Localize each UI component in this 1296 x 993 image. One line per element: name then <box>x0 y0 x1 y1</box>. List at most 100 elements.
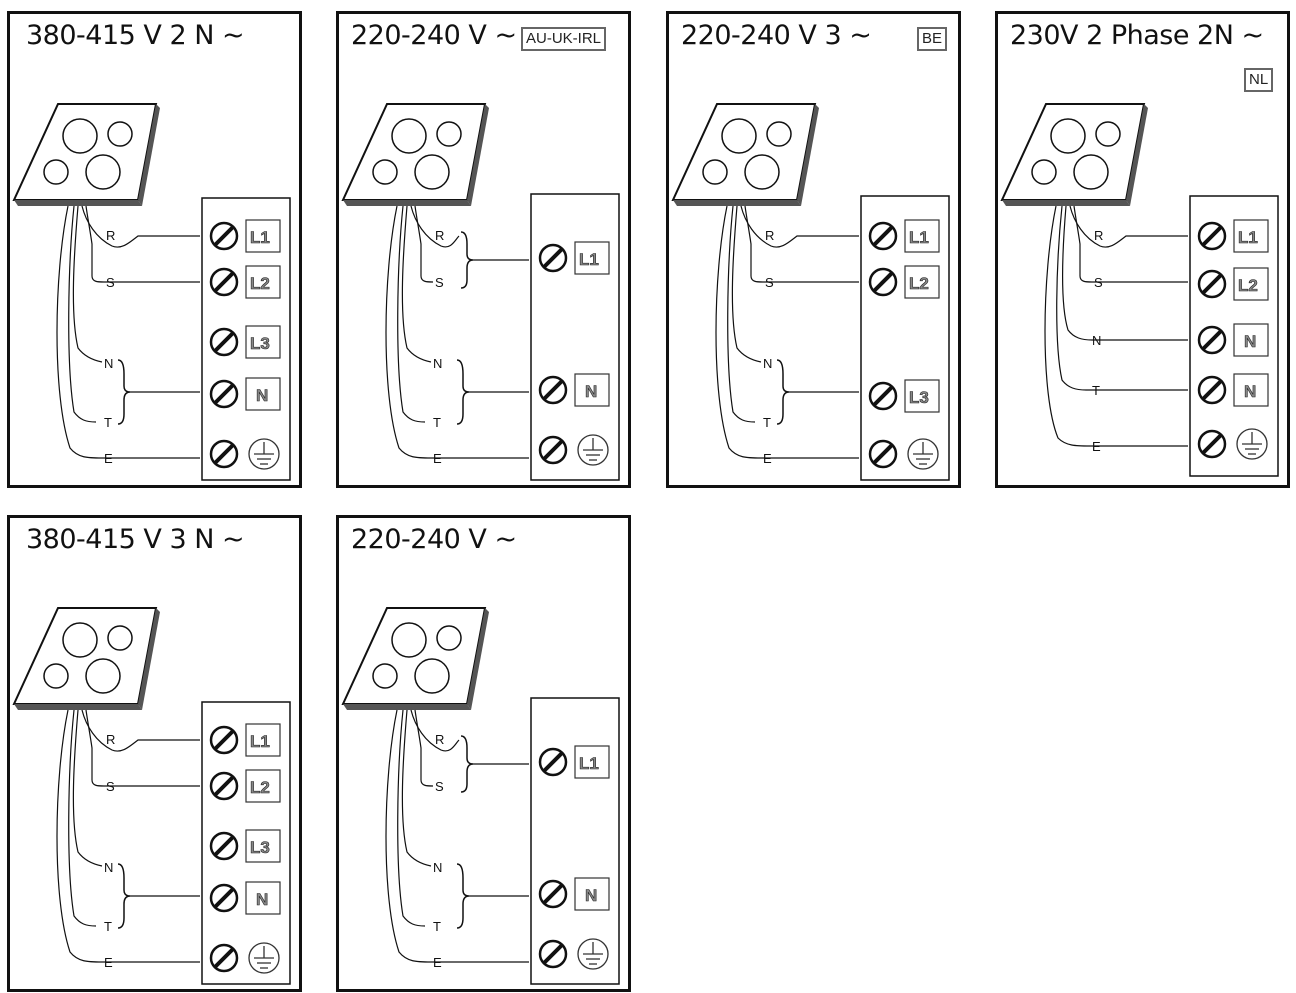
wiring-diagram: R S N T E L1 L2 N N <box>1000 103 1279 477</box>
wire-label-r: R <box>435 228 444 243</box>
terminal-label-l1: L1 <box>579 754 599 773</box>
terminal-label-l2: L2 <box>250 778 270 797</box>
wire-label-r: R <box>106 228 115 243</box>
terminal-label-l1: L1 <box>250 228 270 247</box>
cable-bundle <box>385 205 529 459</box>
wire-label-t: T <box>433 919 441 934</box>
cooktop-icon <box>1000 103 1148 206</box>
wire-label-e: E <box>104 955 113 970</box>
bridge-brace <box>456 359 470 425</box>
wire-label-n: N <box>104 356 113 371</box>
wire-label-t: T <box>104 415 112 430</box>
wire-label-r: R <box>1094 228 1103 243</box>
screw-terminal-icon <box>209 221 239 469</box>
terminal-label-l3: L3 <box>909 388 929 407</box>
wire-label-t: T <box>104 919 112 934</box>
cooktop-icon <box>671 103 819 206</box>
panel-title: 220-240 V 3 ~ <box>681 20 872 51</box>
panel-380-415v-2n: 380-415 V 2 N ~ R S N T E <box>7 11 302 488</box>
terminal-label-l1: L1 <box>579 250 599 269</box>
screw-terminal-icon <box>209 725 239 973</box>
wire-label-t: T <box>1092 383 1100 398</box>
terminal-label-n: N <box>1244 382 1256 401</box>
panel-220-240v: 220-240 V ~ R S N T E <box>336 515 631 992</box>
terminal-label-n: N <box>1244 332 1256 351</box>
panel-380-415v-3n: 380-415 V 3 N ~ R S N T E <box>7 515 302 992</box>
region-badge: NL <box>1244 68 1274 92</box>
wire-label-s: S <box>435 779 444 794</box>
panel-230v-2-phase-2n-nl: 230V 2 Phase 2N ~ NL R S N T E <box>995 11 1290 488</box>
wiring-diagram: R S N T E L1 L2 L3 <box>671 103 950 481</box>
cooktop-icon <box>341 103 489 206</box>
cooktop-icon <box>12 103 160 206</box>
screw-terminal-icon <box>538 747 568 969</box>
terminal-block <box>530 193 620 481</box>
terminal-label-l1: L1 <box>1238 228 1258 247</box>
wire-label-n: N <box>763 356 772 371</box>
wire-label-s: S <box>106 779 115 794</box>
panel-title: 220-240 V ~ <box>351 524 517 555</box>
terminal-label-n: N <box>585 886 597 905</box>
wire-label-r: R <box>106 732 115 747</box>
wire-label-e: E <box>763 451 772 466</box>
terminal-label-l1: L1 <box>250 732 270 751</box>
wire-label-r: R <box>765 228 774 243</box>
earth-ground-icon <box>577 938 609 970</box>
wire-labels: R S N T E <box>104 228 115 466</box>
bridge-brace <box>117 359 131 425</box>
terminal-label-l3: L3 <box>250 334 270 353</box>
wire-label-s: S <box>435 275 444 290</box>
panel-title: 380-415 V 2 N ~ <box>26 20 245 51</box>
wire-label-s: S <box>765 275 774 290</box>
terminal-label-n: N <box>256 890 268 909</box>
screw-terminal-icon <box>868 221 898 469</box>
earth-ground-icon <box>248 942 280 974</box>
wire-label-e: E <box>433 451 442 466</box>
terminal-label-n: N <box>585 382 597 401</box>
cooktop-icon <box>341 607 489 710</box>
wire-label-r: R <box>435 732 444 747</box>
wire-label-s: S <box>1094 275 1103 290</box>
cable-bundle <box>56 205 200 459</box>
bridge-brace <box>460 735 474 793</box>
earth-ground-icon <box>248 438 280 470</box>
cable-bundle <box>715 205 859 459</box>
bridge-brace <box>460 231 474 289</box>
terminal-block <box>530 697 620 985</box>
panel-title: 380-415 V 3 N ~ <box>26 524 245 555</box>
screw-terminal-icon <box>538 243 568 465</box>
panel-220-240v-3-be: 220-240 V 3 ~ BE R S N T E <box>666 11 961 488</box>
wire-label-n: N <box>1092 333 1101 348</box>
wiring-diagram: R S N T E L1 N <box>341 103 620 481</box>
cable-bundle <box>56 709 200 963</box>
bridge-brace <box>456 863 470 929</box>
cable-bundle <box>1044 205 1188 447</box>
wire-label-e: E <box>1092 439 1101 454</box>
wire-label-n: N <box>433 356 442 371</box>
bridge-brace <box>776 359 790 425</box>
wire-label-t: T <box>433 415 441 430</box>
region-badge: BE <box>917 27 948 51</box>
terminal-label-l3: L3 <box>250 838 270 857</box>
panel-220-240v-au-uk-irl: 220-240 V ~ AU-UK-IRL R S N T E <box>336 11 631 488</box>
wire-label-e: E <box>104 451 113 466</box>
cooktop-icon <box>12 607 160 710</box>
terminal-label-l2: L2 <box>909 274 929 293</box>
wire-label-n: N <box>104 860 113 875</box>
terminal-label-l2: L2 <box>250 274 270 293</box>
earth-ground-icon <box>907 438 939 470</box>
bridge-brace <box>117 863 131 929</box>
panel-title: 220-240 V ~ <box>351 20 517 51</box>
wire-label-n: N <box>433 860 442 875</box>
earth-ground-icon <box>577 434 609 466</box>
region-badge: AU-UK-IRL <box>521 27 607 51</box>
wiring-diagram: R S N T E L1 N <box>341 607 620 985</box>
earth-ground-icon <box>1236 428 1268 460</box>
wiring-diagram: R S N T E L1 L2 L3 N <box>12 103 291 481</box>
screw-terminal-icon <box>1197 221 1227 459</box>
wiring-diagram: R S N T E L1 L2 L3 N <box>12 607 291 985</box>
terminal-label-l1: L1 <box>909 228 929 247</box>
terminal-label-l2: L2 <box>1238 276 1258 295</box>
wire-label-s: S <box>106 275 115 290</box>
cable-bundle <box>385 709 529 963</box>
